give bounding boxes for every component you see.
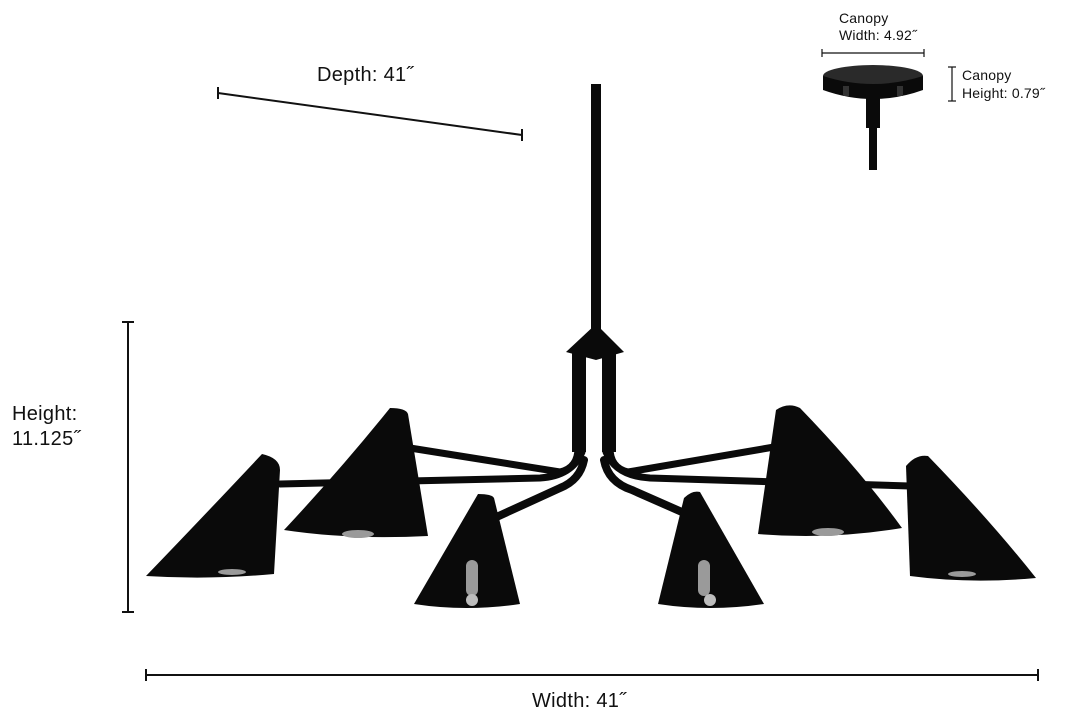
height-label-line2: 11.125˝: [12, 428, 81, 450]
canopy-detail-illustration: [823, 65, 923, 170]
canopy-height-label-line1: Canopy: [962, 67, 1012, 83]
canopy-width-dimension-line: [821, 49, 925, 57]
chandelier-stem: [566, 84, 624, 452]
canopy-height-dimension-line: [948, 66, 956, 102]
chandelier-arms: [276, 442, 914, 524]
height-label-line1: Height:: [12, 403, 78, 425]
width-label: Width: 41˝: [532, 690, 627, 712]
shade-far-right: [906, 455, 1036, 581]
canopy-width-label-line2: Width: 4.92˝: [839, 27, 917, 43]
shade-inner-right: [758, 405, 902, 536]
depth-dimension-line: [217, 87, 523, 141]
shade-front-left: [414, 494, 520, 608]
canopy-height-label-line2: Height: 0.79˝: [962, 85, 1045, 101]
depth-label: Depth: 41˝: [317, 64, 414, 86]
canopy-width-label-line1: Canopy: [839, 10, 889, 26]
shade-inner-left: [284, 408, 428, 538]
shade-front-right: [658, 491, 764, 608]
height-dimension-line: [122, 321, 134, 613]
width-dimension-line: [145, 669, 1039, 681]
shade-far-left: [146, 454, 280, 578]
